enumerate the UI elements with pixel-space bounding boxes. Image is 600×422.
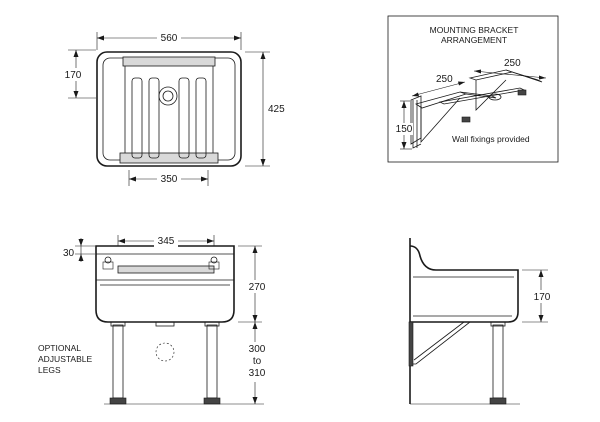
legs-note-line1: OPTIONAL [38, 343, 81, 353]
rim-label: 30 [63, 248, 75, 259]
bracket-box-frame [387, 15, 559, 163]
inner-width-label: 345 [158, 236, 175, 247]
bracket-side [411, 321, 472, 365]
bracket-height-label: 150 [396, 124, 413, 135]
grid-width-label: 350 [161, 174, 178, 185]
grid-slot-3 [178, 77, 190, 159]
bracket-title-line2: ARRANGEMENT [441, 35, 507, 45]
waste-outlet-inner [162, 90, 174, 102]
grid-slot-4 [195, 77, 207, 159]
bracket-arm-label-right: 250 [504, 58, 521, 69]
grid-frame-top [124, 59, 214, 161]
top-view: 560 425 170 350 [62, 31, 285, 186]
waste-front [155, 321, 175, 327]
grid-slot-1 [131, 77, 143, 159]
grid-bottom-bar [119, 152, 219, 164]
screw-left [104, 256, 112, 264]
wall-fixings-note: Wall fixings provided [452, 134, 530, 144]
depth-label-top: 425 [268, 104, 285, 115]
waste-outlet-top [158, 86, 178, 106]
side-height-label: 170 [534, 292, 551, 303]
side-view: 170 [408, 238, 554, 405]
leg-height-line1: 300 [249, 344, 266, 355]
sink-side-profile [409, 245, 519, 323]
bracket-arrangement-box: MOUNTING BRACKET ARRANGEMENT 250 250 [387, 15, 559, 163]
bracket-title-line1: MOUNTING BRACKET [430, 25, 519, 35]
leg-left-front [112, 324, 124, 399]
leg-height-line3: 310 [249, 368, 266, 379]
grid-depth-label: 170 [65, 70, 82, 81]
sink-inner-top [102, 57, 236, 161]
waste-trap-dashed [155, 342, 175, 362]
sink-front-body [95, 245, 235, 323]
legs-note-line2: ADJUSTABLE [38, 354, 92, 364]
legs-note-line3: LEGS [38, 365, 61, 375]
leg-height-line2: to [253, 356, 262, 367]
front-view: 345 30 270 300 to 310 OPTIONAL ADJUSTABL… [38, 234, 270, 405]
leg-side [492, 324, 504, 399]
leg-right-front [206, 324, 218, 399]
bowl-depth-label: 270 [249, 282, 266, 293]
grid-slot-2 [148, 77, 160, 159]
grid-bar-front [117, 265, 215, 274]
sink-outline-top [96, 51, 242, 167]
screw-right [210, 256, 218, 264]
grid-top-bar [122, 56, 216, 67]
bracket-arm-label-left: 250 [436, 74, 453, 85]
width-label-top: 560 [161, 33, 178, 44]
